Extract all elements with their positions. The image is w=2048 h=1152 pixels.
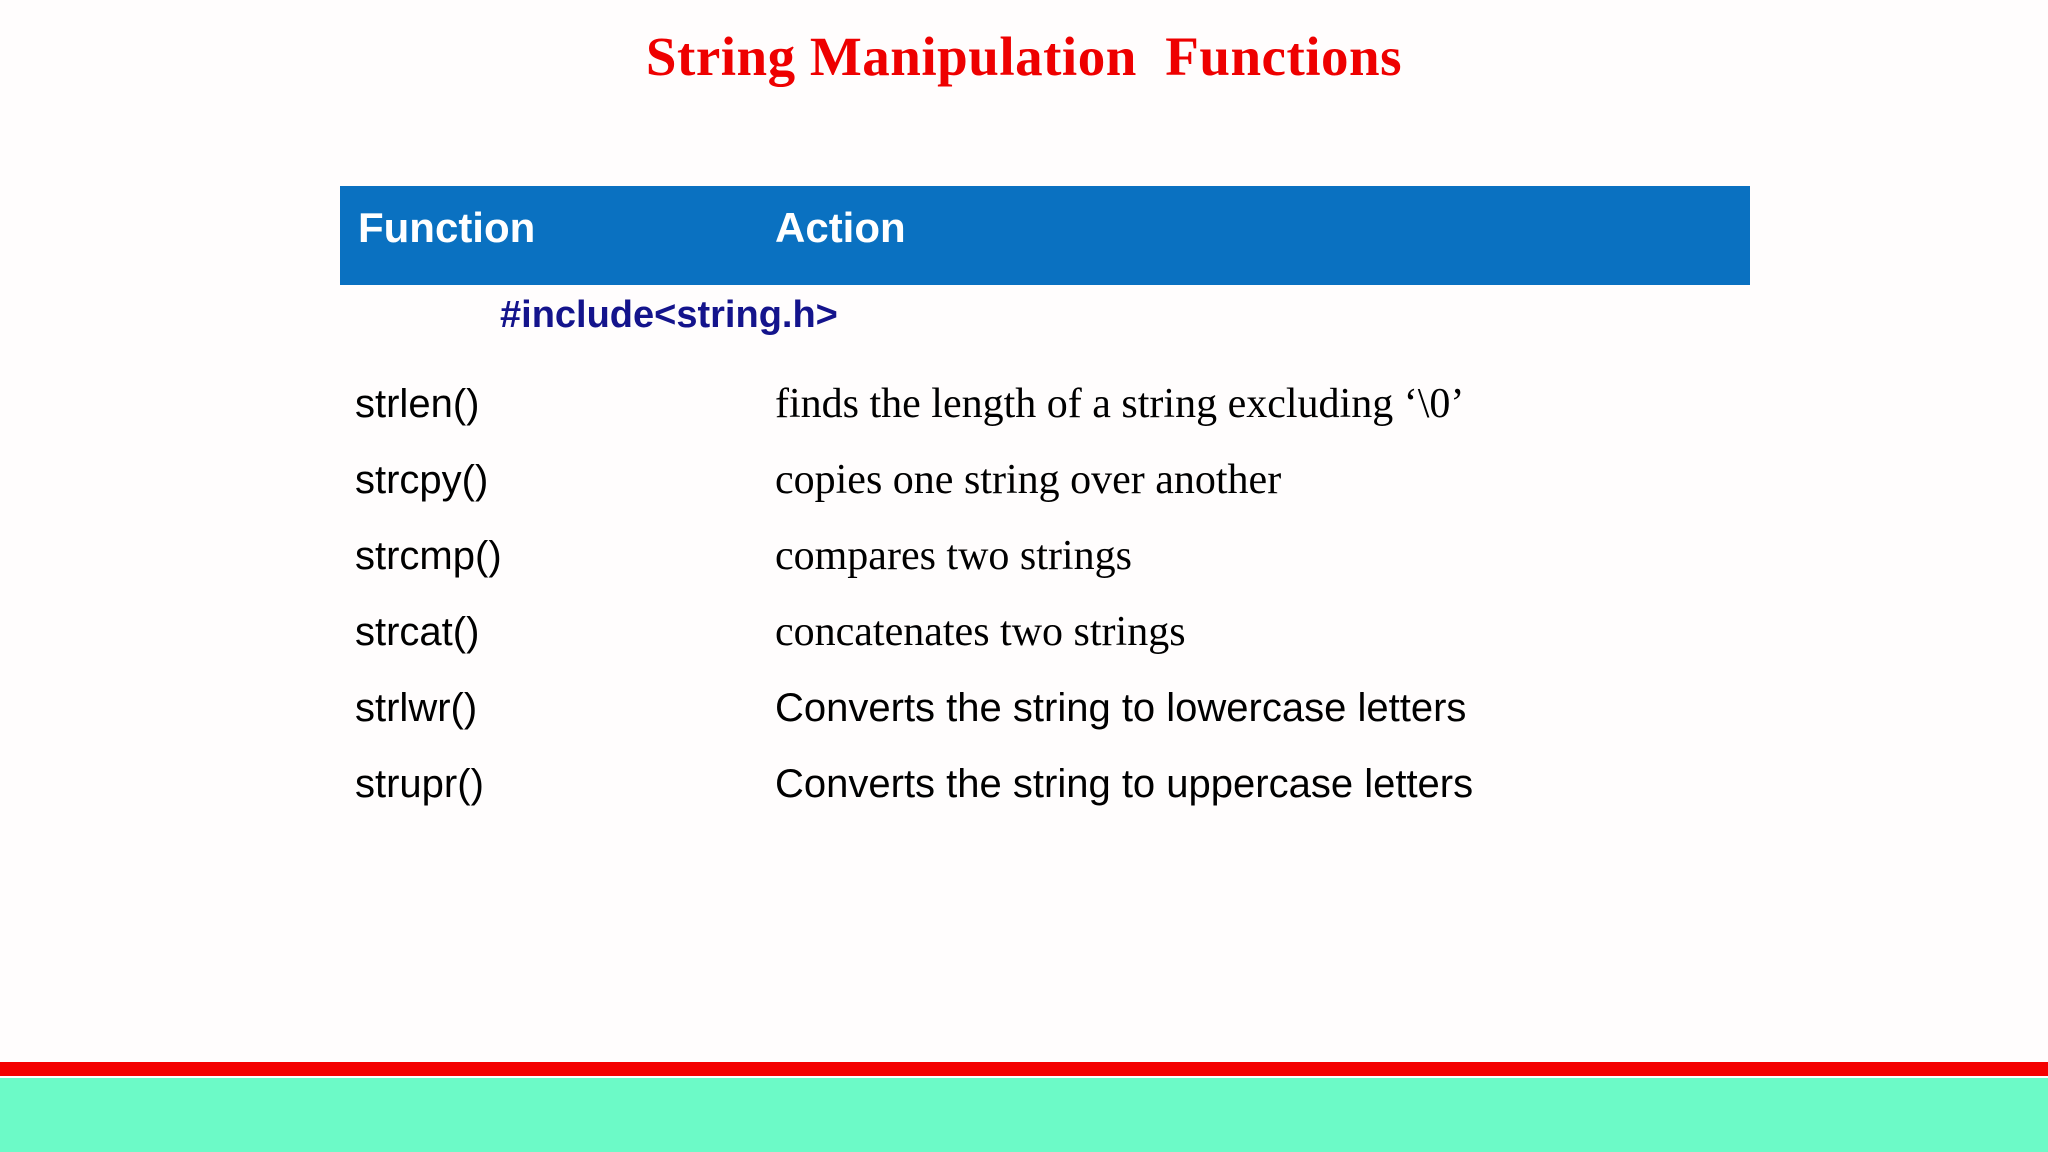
function-name: strupr()	[355, 762, 484, 806]
table-row: strcpy() copies one string over another	[340, 454, 1840, 530]
page-title: String Manipulation Functions	[645, 26, 1403, 87]
functions-table: Function Action	[340, 186, 1750, 285]
function-name: strcpy()	[355, 458, 489, 502]
function-action: Converts the string to uppercase letters	[775, 762, 1474, 806]
function-action: concatenates two strings	[775, 609, 1186, 655]
table-row: strcmp() compares two strings	[340, 530, 1840, 606]
table-row: strcat() concatenates two strings	[340, 606, 1840, 682]
column-header-function: Function	[358, 204, 536, 251]
table-header-row: Function Action	[340, 186, 1750, 285]
function-action: compares two strings	[775, 533, 1132, 579]
column-header-action: Action	[775, 204, 906, 251]
table-body: strlen() finds the length of a string ex…	[340, 378, 1840, 834]
include-directive: #include<string.h>	[500, 294, 838, 336]
footer-red-bar	[0, 1062, 2048, 1076]
function-action: Converts the string to lowercase letters	[775, 686, 1467, 730]
function-name: strcmp()	[355, 534, 502, 578]
function-name: strcat()	[355, 610, 480, 654]
footer-mint-bar	[0, 1078, 2048, 1152]
table-row: strlen() finds the length of a string ex…	[340, 378, 1840, 454]
function-action: finds the length of a string excluding ‘…	[775, 381, 1465, 427]
table-row: strupr() Converts the string to uppercas…	[340, 758, 1840, 834]
function-name: strlwr()	[355, 686, 478, 730]
function-name: strlen()	[355, 382, 480, 426]
table-row: strlwr() Converts the string to lowercas…	[340, 682, 1840, 758]
function-action: copies one string over another	[775, 457, 1282, 503]
